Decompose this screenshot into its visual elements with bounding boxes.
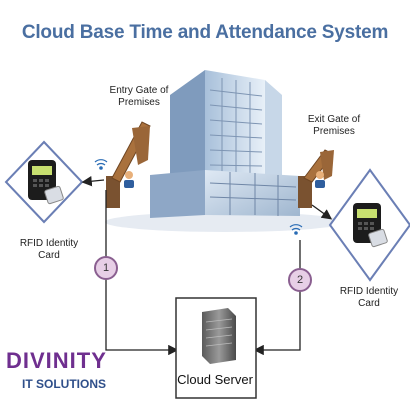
rfid-right-label: RFID Identity Card <box>339 286 399 309</box>
connector-exit-to-reader <box>311 204 333 220</box>
connector-entry-to-reader <box>81 176 105 187</box>
entry-gate-label: Entry Gate of Premises <box>109 85 169 108</box>
entry-gate-barrier <box>106 121 151 208</box>
connector-exit-to-server <box>253 240 301 356</box>
diagram-title: Cloud Base Time and Attendance System <box>21 22 389 43</box>
step-2-circle <box>288 268 312 292</box>
cloud-server-label: Cloud Server <box>177 372 253 387</box>
step-1-circle <box>94 256 118 280</box>
brand-logo: DIVINITY <box>6 348 107 373</box>
office-building <box>150 70 300 218</box>
brand-subtitle: IT SOLUTIONS <box>22 377 106 391</box>
exit-gate-label: Exit Gate of Premises <box>307 114 361 137</box>
person-icon-exit <box>315 171 325 188</box>
rfid-reader-left <box>4 140 84 224</box>
rfid-left-label: RFID Identity Card <box>19 238 79 261</box>
server-icon <box>202 308 236 364</box>
cloud-server-box <box>175 297 257 399</box>
person-icon-entry <box>124 171 134 188</box>
step-1-number: 1 <box>102 262 110 274</box>
wifi-icon-exit <box>289 224 303 235</box>
step-2-number: 2 <box>296 274 304 286</box>
rfid-reader-right <box>328 168 410 282</box>
connector-entry-to-server <box>105 190 179 356</box>
exit-gate-barrier <box>298 149 334 208</box>
wifi-icon-entry <box>94 159 108 170</box>
